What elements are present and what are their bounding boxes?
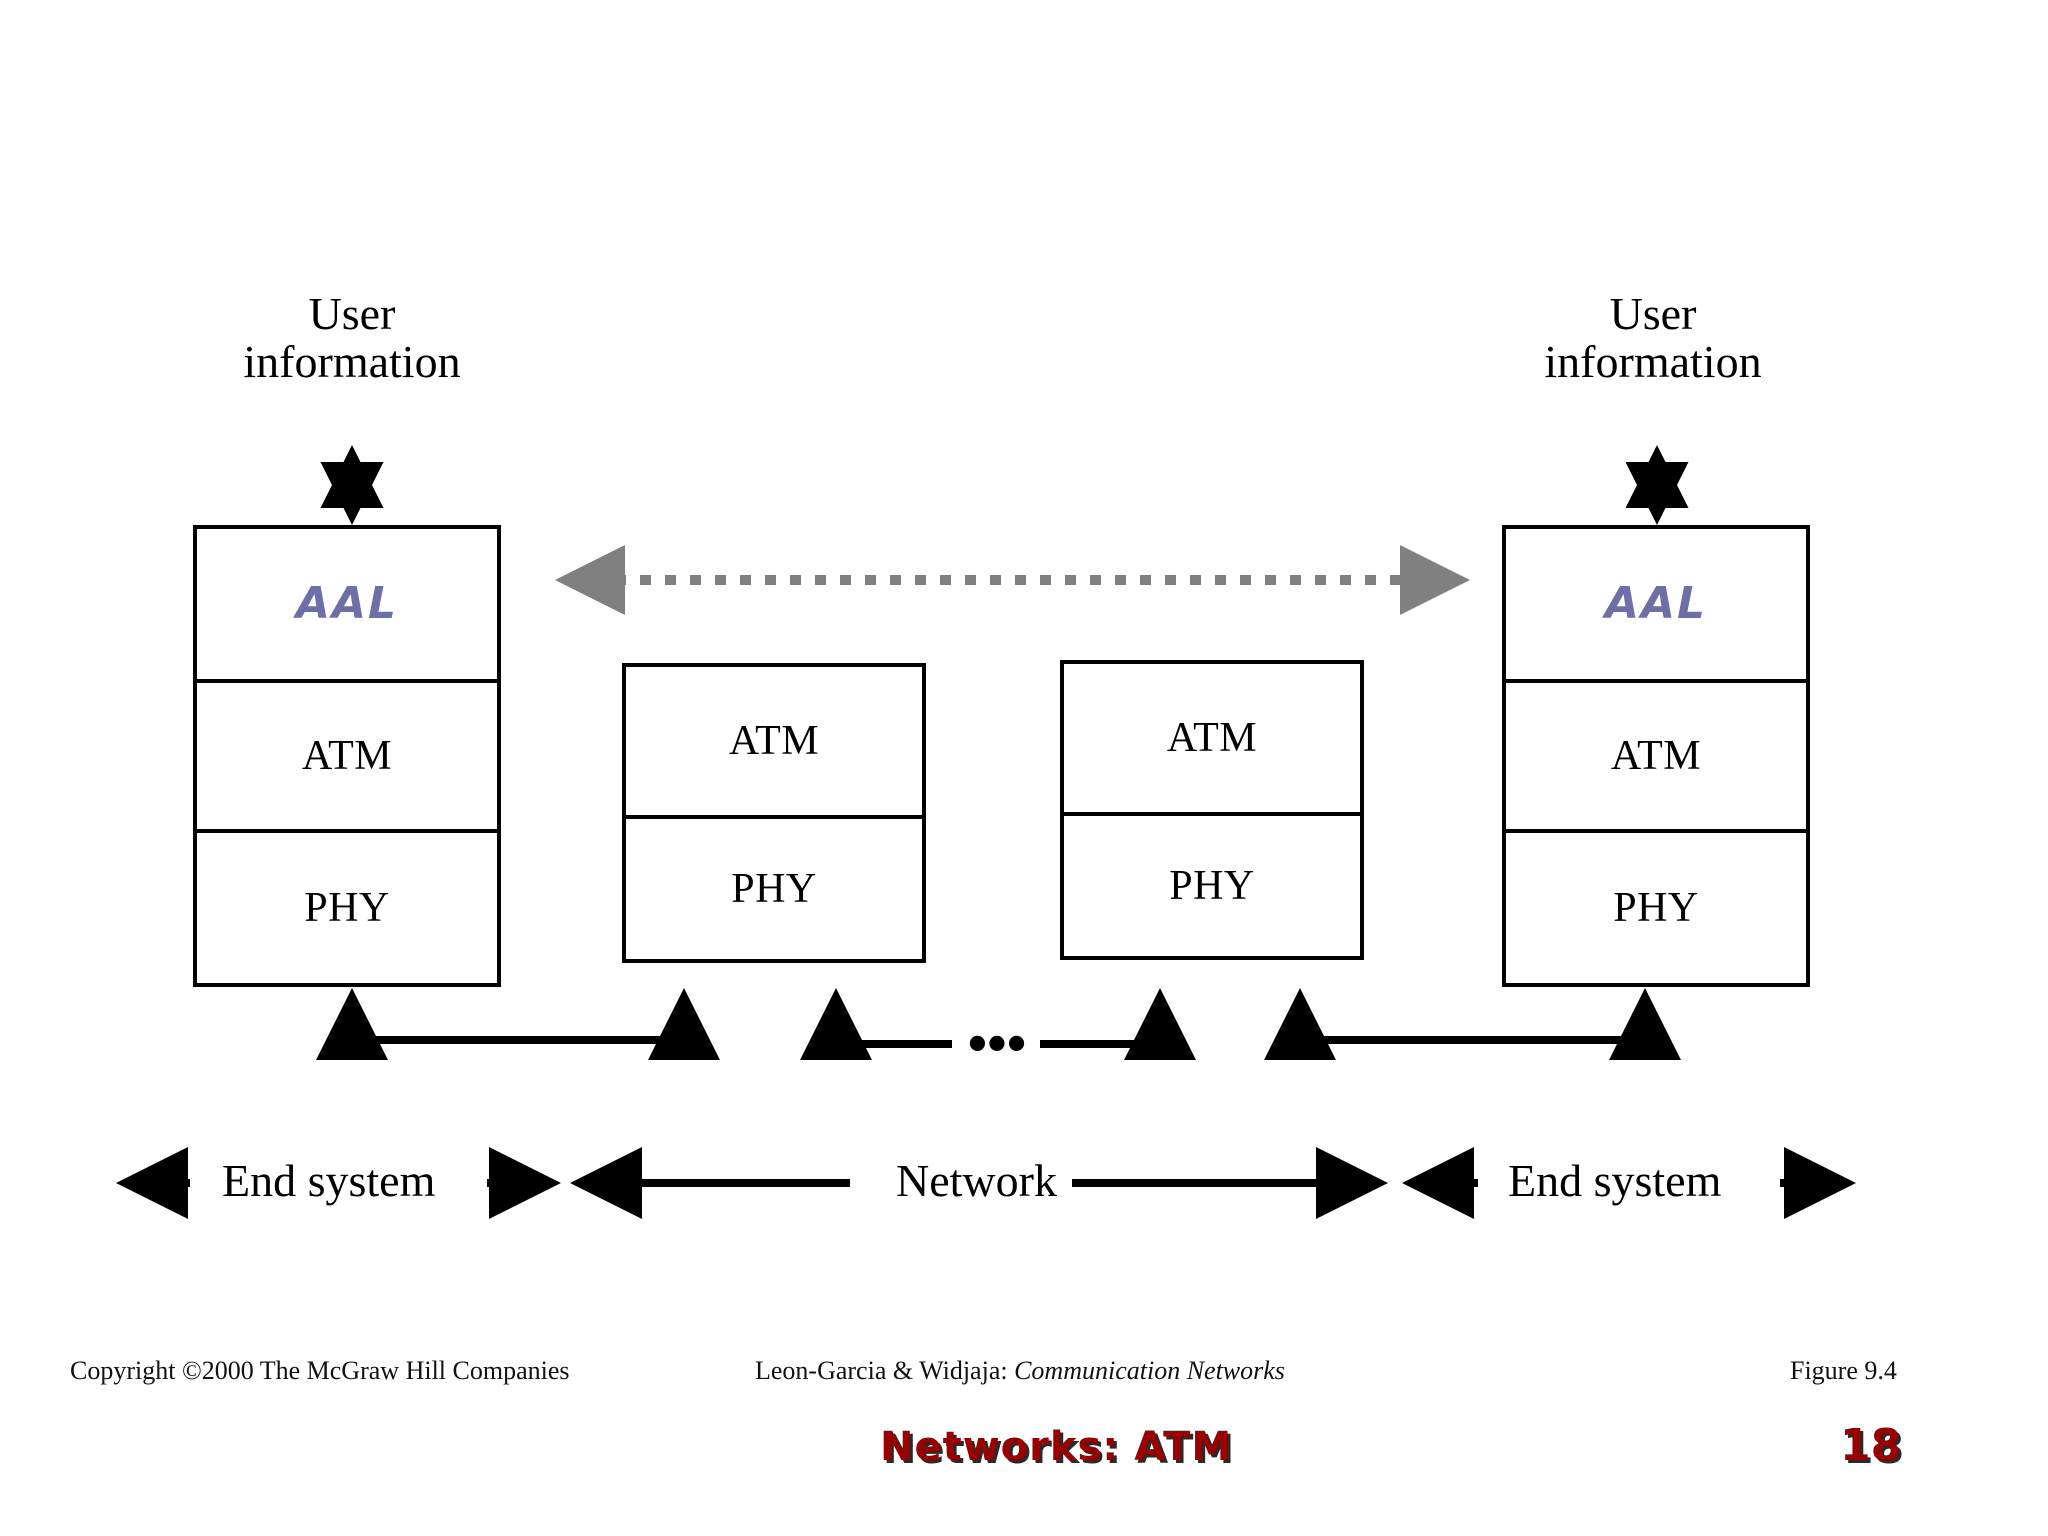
layer-label-atm: ATM <box>1610 733 1702 779</box>
slide-title: Networks: ATM <box>880 1424 1233 1470</box>
footer-figure-label: Figure 9.4 <box>1790 1356 1897 1385</box>
user-information-line-2: information <box>1544 336 1762 388</box>
footer-authors: Leon-Garcia & Widjaja: <box>755 1356 1008 1385</box>
layer-label-atm: ATM <box>728 718 820 764</box>
layer-label-phy: PHY <box>1613 885 1699 931</box>
layer-atm[interactable]: ATM <box>1506 679 1806 829</box>
layer-phy[interactable]: PHY <box>1064 812 1360 956</box>
physical-link-2-left-segment <box>800 988 952 1060</box>
physical-link-2-right-segment <box>1040 988 1196 1060</box>
protocol-stack-end-system-right[interactable]: AAL ATM PHY <box>1502 525 1810 987</box>
region-label-end-system-left: End system <box>222 1155 436 1206</box>
layer-phy[interactable]: PHY <box>197 829 497 983</box>
footer-attribution: Leon-Garcia & Widjaja: Communication Net… <box>755 1358 1285 1384</box>
region-label-row: End system Network End system <box>0 1148 2048 1228</box>
region-label-network: Network <box>896 1155 1057 1206</box>
footer-book-title: Communication Networks <box>1014 1356 1285 1385</box>
layer-atm[interactable]: ATM <box>626 667 922 815</box>
user-information-label-right: User information <box>1443 288 1863 388</box>
user-information-line-2: information <box>243 336 461 388</box>
protocol-stack-network-switch-1[interactable]: ATM PHY <box>622 663 926 963</box>
layer-label-phy: PHY <box>731 866 817 912</box>
layer-label-phy: PHY <box>1169 863 1255 909</box>
layer-aal[interactable]: AAL <box>197 529 497 679</box>
user-information-line-1: User <box>1609 288 1697 339</box>
layer-label-aal: AAL <box>1604 578 1708 629</box>
layer-label-atm: ATM <box>301 733 393 779</box>
layer-atm[interactable]: ATM <box>197 679 497 829</box>
protocol-stack-end-system-left[interactable]: AAL ATM PHY <box>193 525 501 987</box>
protocol-stack-network-switch-2[interactable]: ATM PHY <box>1060 660 1364 960</box>
physical-link-3 <box>1264 988 1681 1060</box>
layer-label-aal: AAL <box>295 578 399 629</box>
physical-link-1 <box>316 988 720 1060</box>
layer-label-atm: ATM <box>1166 715 1258 761</box>
ellipsis-more-switches: ••• <box>967 1013 1027 1075</box>
layer-atm[interactable]: ATM <box>1064 664 1360 812</box>
footer-copyright: Copyright ©2000 The McGraw Hill Companie… <box>70 1356 570 1385</box>
user-information-line-1: User <box>308 288 396 339</box>
slide-number: 18 <box>1840 1420 1902 1471</box>
region-label-end-system-right: End system <box>1508 1155 1722 1206</box>
layer-phy[interactable]: PHY <box>626 815 922 959</box>
layer-phy[interactable]: PHY <box>1506 829 1806 983</box>
user-information-label-left: User information <box>142 288 562 388</box>
layer-aal[interactable]: AAL <box>1506 529 1806 679</box>
layer-label-phy: PHY <box>304 885 390 931</box>
